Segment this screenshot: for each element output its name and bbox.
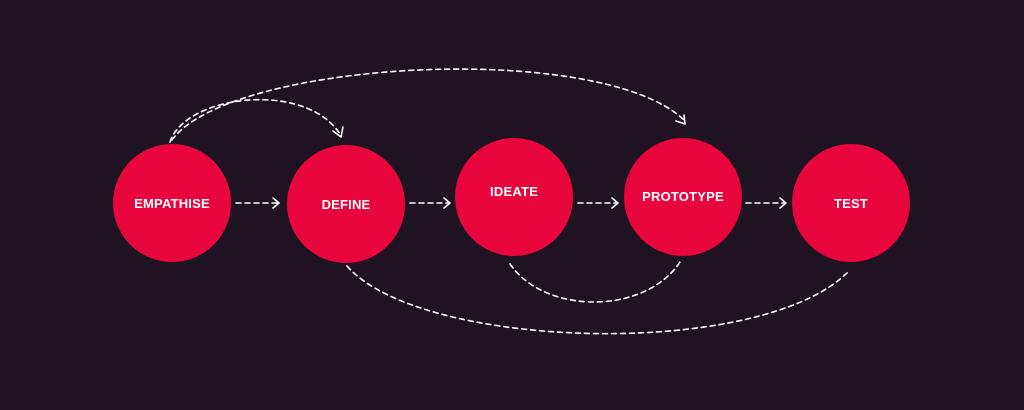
stage-test: TEST <box>792 144 910 262</box>
stage-prototype: PROTOTYPE <box>624 138 742 256</box>
stage-label-test: TEST <box>833 195 869 211</box>
stage-label-prototype: PROTOTYPE <box>642 188 724 204</box>
connector-prototype-test <box>745 197 787 209</box>
connector-arc-ideate-prototype <box>509 261 681 303</box>
stage-label-empathise: EMPATHISE <box>134 195 210 211</box>
stage-ideate: IDEATE <box>455 138 573 256</box>
connector-empathise-define <box>235 197 280 209</box>
stage-define: DEFINE <box>287 145 405 263</box>
stage-empathise: EMPATHISE <box>113 144 231 262</box>
stage-label-define: DEFINE <box>321 196 371 212</box>
connector-arc-empathise-define <box>169 98 344 143</box>
connector-arc-define-test <box>346 265 849 335</box>
connector-define-ideate <box>409 197 451 209</box>
connector-arc-empathise-prototype <box>171 68 686 141</box>
stage-label-ideate: IDEATE <box>490 183 538 199</box>
connector-ideate-prototype <box>577 197 619 209</box>
